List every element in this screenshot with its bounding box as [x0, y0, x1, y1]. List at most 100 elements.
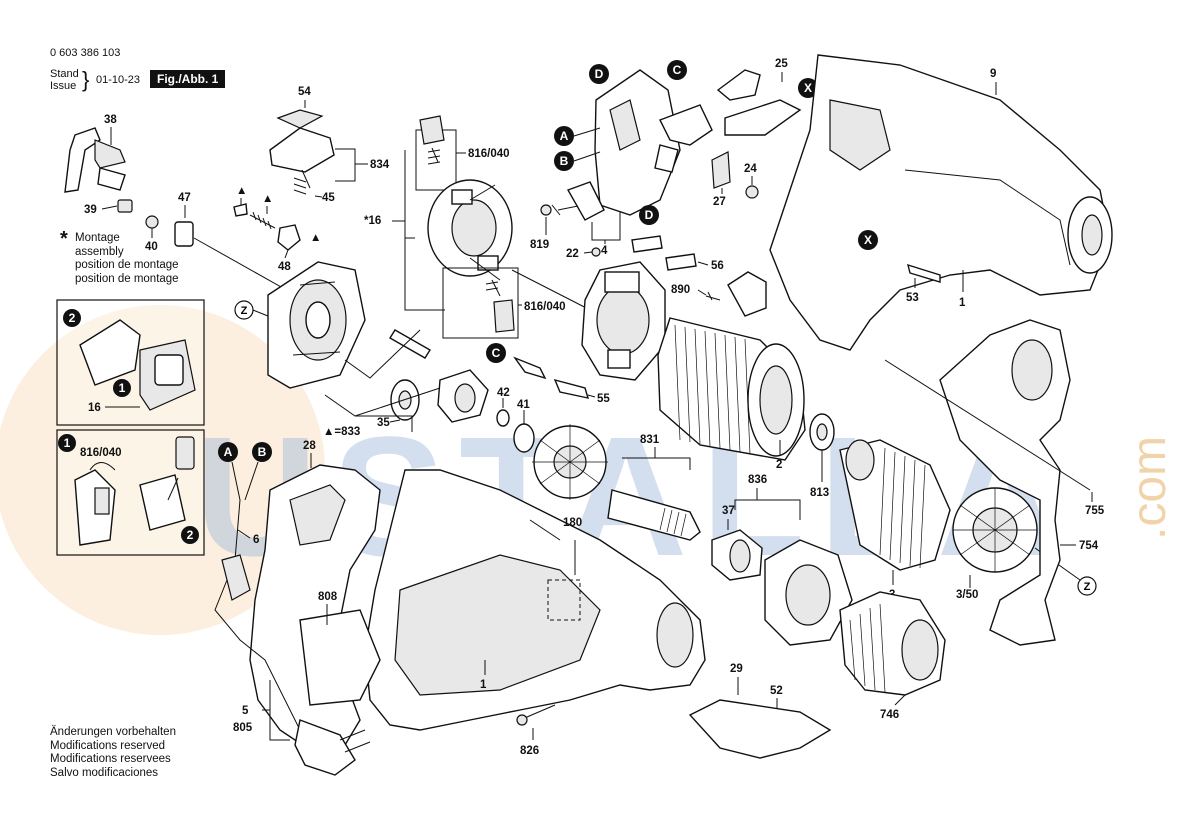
part-switch-trigger — [659, 104, 713, 146]
label-55: 55 — [597, 393, 610, 405]
callout-b-letter: B — [560, 154, 569, 168]
callout-z-letter: Z — [1084, 581, 1091, 593]
label-29: 29 — [730, 663, 743, 675]
svg-text:2: 2 — [69, 311, 76, 325]
callout-c-letter: C — [673, 63, 682, 77]
detail-brush-insert: 1 816/040 2 — [58, 434, 199, 546]
part-755-rod — [884, 359, 1091, 491]
part-42 — [496, 409, 510, 427]
part-switch-clip — [566, 181, 605, 221]
label-833: ▲=833 — [323, 426, 360, 438]
part-9-housing-half — [769, 54, 1111, 351]
part-816-brush-b — [493, 299, 515, 333]
label-9: 9 — [990, 68, 996, 80]
part-pin — [389, 329, 431, 359]
label-836: 836 — [748, 474, 767, 486]
label-16-star: *16 — [364, 215, 381, 227]
label-808: 808 — [318, 591, 338, 603]
area-180 — [547, 579, 581, 621]
label-834: 834 — [370, 159, 390, 171]
part-39 — [117, 199, 133, 213]
part-55-b — [553, 378, 590, 399]
legend: Montage assembly position de montage pos… — [75, 232, 179, 286]
label-40: 40 — [145, 241, 158, 253]
callout-a-letter: A — [224, 445, 233, 459]
footer-line: Änderungen vorbehalten — [50, 726, 176, 738]
legend-line: Montage — [75, 232, 120, 244]
label-38: 38 — [104, 114, 117, 126]
label-53: 53 — [906, 292, 919, 304]
footer-notes: Änderungen vorbehalten Modifications res… — [50, 726, 176, 780]
part-52 — [688, 699, 832, 759]
footer-line: Modifications reserved — [50, 739, 166, 752]
callout-x-letter: X — [864, 233, 872, 247]
part-54 — [276, 109, 324, 129]
legend-line: assembly — [75, 245, 124, 258]
part-56-b — [665, 253, 697, 271]
label-6: 6 — [253, 534, 259, 546]
label-35: 35 — [377, 417, 390, 429]
part-41 — [513, 423, 535, 453]
part-25-top — [716, 69, 761, 101]
triangle-mark: ▲ — [236, 185, 247, 197]
label-805: 805 — [233, 722, 253, 734]
label-180: 180 — [563, 517, 582, 529]
stand-label: Stand — [50, 68, 79, 80]
label-1-bottom: 1 — [480, 679, 487, 691]
part-stator — [657, 317, 806, 461]
label-813: 813 — [810, 487, 829, 499]
callout-a-letter: A — [560, 129, 569, 143]
part-53 — [907, 263, 941, 283]
part-38: 38 — [64, 114, 126, 193]
label-2: 2 — [776, 459, 782, 471]
triangle-mark: ▲ — [262, 193, 273, 205]
part-housing-right — [939, 319, 1071, 646]
brace-icon: } — [82, 67, 90, 92]
part-25 — [724, 99, 802, 136]
label-24: 24 — [744, 163, 757, 175]
part-1-main-housing — [364, 469, 706, 731]
part-48 — [277, 224, 301, 251]
footer-line: Modifications reservees — [50, 753, 171, 765]
watermark-circle — [0, 305, 325, 635]
label-4: 4 — [601, 245, 608, 257]
footer-line: Salvo modificaciones — [50, 766, 159, 779]
part-handle-half — [249, 464, 381, 751]
label-755: 755 — [1085, 505, 1105, 517]
watermark-side-text: .com — [1123, 436, 1176, 540]
part-55-a — [513, 356, 547, 380]
callout-z-right — [1077, 576, 1097, 596]
brush-frame-b — [442, 267, 519, 339]
callout-z-letter: Z — [241, 305, 248, 317]
label-816-040-b: 816/040 — [524, 301, 566, 313]
label-27: 27 — [713, 196, 726, 208]
part-816-brush-a — [419, 115, 445, 145]
callout-c-letter: C — [492, 346, 501, 360]
part-56-a — [631, 235, 663, 253]
label-826: 826 — [520, 745, 539, 757]
part-45-spring — [293, 177, 307, 195]
label-890: 890 — [671, 284, 690, 296]
part-gear — [532, 424, 608, 500]
label-816-040-a: 816/040 — [468, 148, 510, 160]
label-754: 754 — [1079, 540, 1099, 552]
svg-text:1: 1 — [64, 436, 71, 450]
callout-x-letter: X — [804, 81, 812, 95]
label-831: 831 — [640, 434, 660, 446]
label-819: 819 — [530, 239, 549, 251]
label-28: 28 — [303, 440, 316, 452]
callout-d-letter: D — [645, 208, 654, 222]
legend-line: position de montage — [75, 259, 179, 271]
part-number: 0 603 386 103 — [50, 47, 121, 59]
part-831-shaft — [607, 489, 701, 541]
detail-brush-holder: 2 1 16 — [63, 309, 196, 414]
figure-label: Fig./Abb. 1 — [150, 70, 226, 88]
label-52: 52 — [770, 685, 783, 697]
part-890-clamp — [727, 271, 767, 317]
label-16-detail: 16 — [88, 402, 101, 414]
label-48: 48 — [278, 261, 291, 273]
part-cover — [269, 127, 335, 173]
label-56: 56 — [711, 260, 724, 272]
part-plug — [294, 719, 356, 776]
part-3-armature — [839, 439, 1081, 581]
